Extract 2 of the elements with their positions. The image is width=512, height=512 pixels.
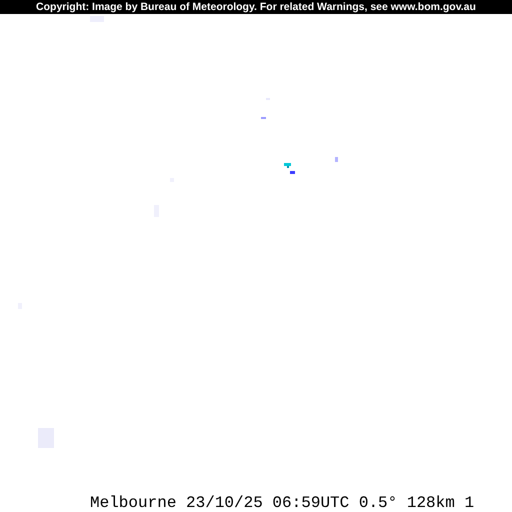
radar-info-text: Melbourne 23/10/25 06:59UTC 0.5° 128km 1 (90, 493, 474, 512)
copyright-notice: Copyright: Image by Bureau of Meteorology. For related Warnings, see www.bom.gov.au (0, 0, 512, 14)
